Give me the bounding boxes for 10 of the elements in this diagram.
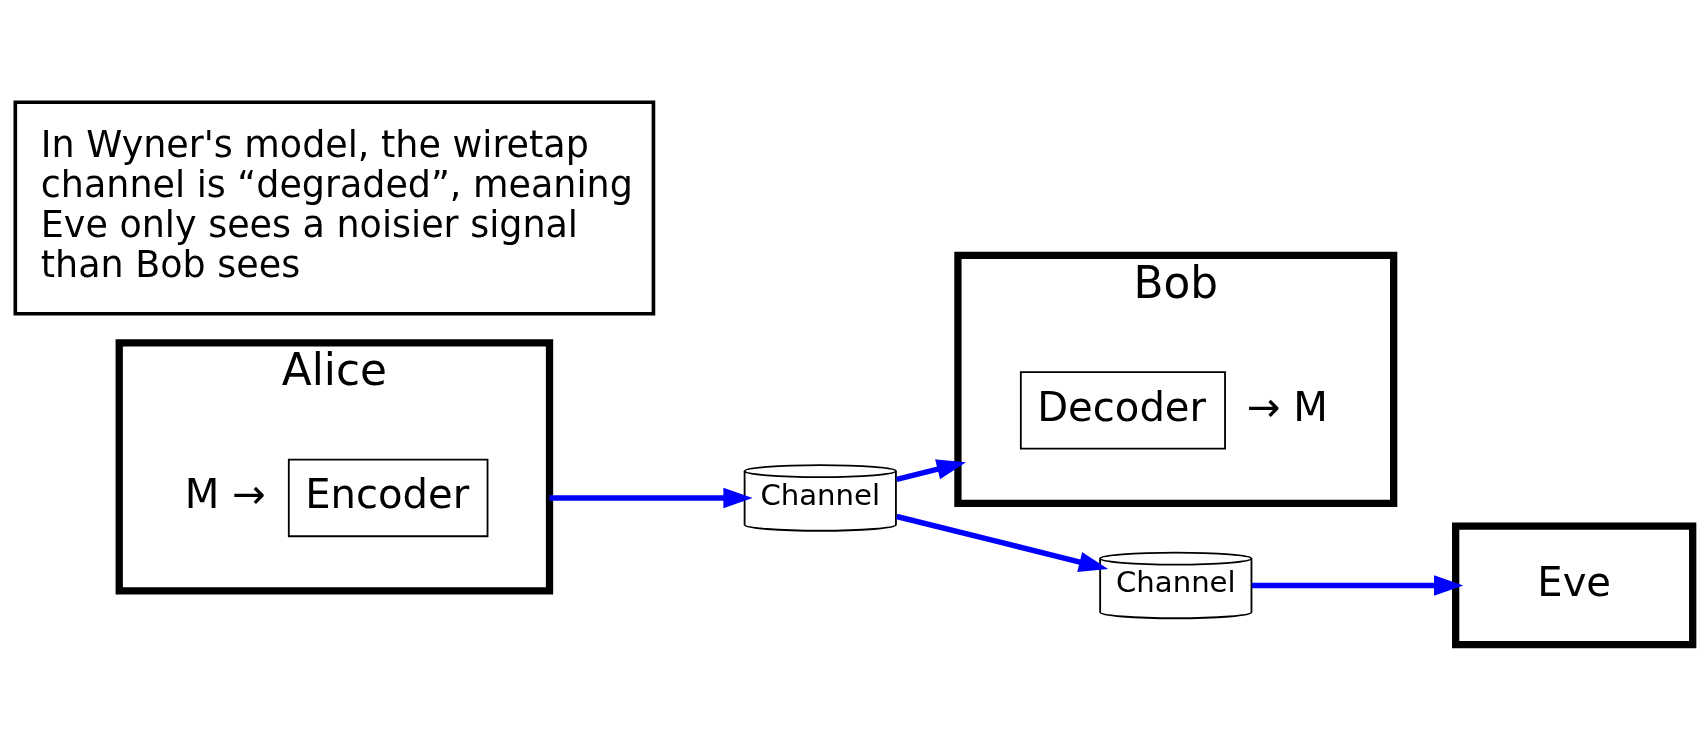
arrow — [896, 459, 966, 483]
node-box: Encoder — [287, 458, 489, 538]
node-label: M → — [184, 471, 266, 518]
node-box: Decoder — [1019, 371, 1226, 450]
node-box: Eve — [1452, 522, 1697, 649]
node-label: → M — [1246, 383, 1328, 430]
arrow — [1251, 575, 1464, 596]
arrow — [896, 513, 1109, 572]
arrow — [549, 487, 753, 509]
node-box: In Wyner's model, the wiretap channel is “degraded”, meaning Eve only sees a noisier signal than Bob sees — [13, 100, 656, 316]
